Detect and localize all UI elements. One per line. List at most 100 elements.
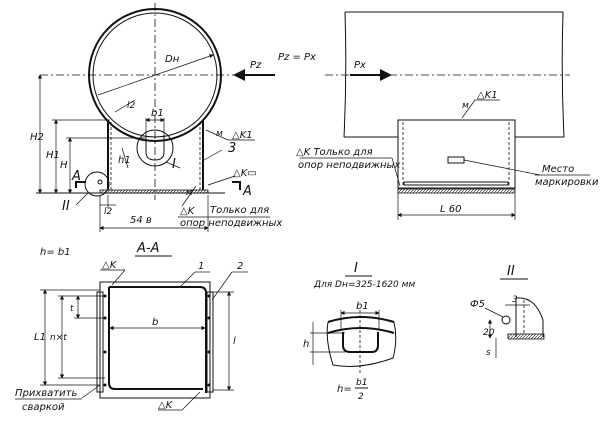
- l-label: l: [233, 336, 236, 347]
- detail-II-plate: [515, 297, 544, 337]
- detail-I-h-label: h: [303, 339, 309, 350]
- inner-rib: [403, 181, 509, 186]
- part-3-leader: [203, 149, 223, 161]
- l2-bottom-label: l2: [104, 207, 113, 217]
- note-line-1: Только для: [210, 205, 269, 216]
- tack-note-line-1: Прихватить: [15, 388, 77, 399]
- section-outer: [99, 281, 211, 399]
- detail-II-hole: [501, 315, 511, 325]
- weld-k-bottom-label: △K: [158, 400, 174, 411]
- detail-I-break-outline: [326, 321, 397, 367]
- formula-denominator: 2: [358, 392, 364, 402]
- detail-I: I Для Dн=325-1620 мм b1 h h= b1 2: [303, 261, 415, 402]
- detail-II-base: [507, 333, 545, 340]
- h1-dim: [121, 147, 129, 169]
- support-box: [397, 119, 516, 189]
- pipe-wall-arc: [327, 316, 395, 334]
- side-note-leader: [391, 157, 401, 187]
- L-label: L 60: [440, 204, 461, 215]
- b-label: b: [152, 317, 158, 328]
- H1-label: H1: [46, 150, 60, 161]
- nxt-label: n×t: [50, 333, 67, 343]
- weld-k-bottom-leader: [181, 391, 201, 411]
- detail-I-b1-label: b1: [356, 301, 369, 312]
- l2-top-label: l2: [127, 101, 136, 111]
- part-2-label: 2: [237, 261, 243, 272]
- detail-II-circle: [84, 171, 110, 197]
- tack-note-line-2: сваркой: [22, 402, 65, 413]
- tack-welds: [103, 294, 211, 387]
- detail-II-title: II: [507, 264, 515, 279]
- front-view: Dн Pz I b1 h1 l2 H2 H1 H A A: [30, 3, 282, 232]
- note-line-2: опор неподвижных: [180, 218, 282, 229]
- marking-line-1: Место: [542, 164, 574, 175]
- m-mark-bottom: м: [186, 188, 193, 198]
- force-equation: Pz = Px: [278, 52, 316, 63]
- section-mark-left: [75, 181, 86, 188]
- detail-I-title: I: [354, 261, 358, 276]
- phi-label: Ф5: [470, 299, 485, 310]
- detail-II-leader: [75, 192, 89, 206]
- dim-3-label: 3: [512, 295, 518, 305]
- part-3-label: 3: [228, 141, 236, 156]
- detail-I-subtitle: Для Dн=325-1620 мм: [313, 280, 415, 290]
- dim-s-label: s: [486, 348, 491, 358]
- weld-note-k: △K: [180, 206, 196, 217]
- phi-leader: [484, 307, 504, 318]
- marking-plate: [447, 156, 465, 164]
- marking-leader: [463, 159, 541, 176]
- diameter-label: Dн: [165, 54, 180, 65]
- weld-k1-leader-side: [461, 99, 476, 119]
- side-note-line-1: △K Только для: [296, 147, 373, 158]
- weld-k1-side-label: △K1: [477, 90, 498, 101]
- slot: [145, 135, 165, 161]
- section-AA-title: А-А: [136, 241, 159, 256]
- part-1-label: 1: [198, 261, 204, 272]
- detail-I-leader: [165, 161, 181, 169]
- weld-k1-leader: [205, 129, 229, 141]
- left-plate: [96, 291, 104, 393]
- weld-k-box-label: △K▭: [233, 168, 257, 179]
- weld-note-leader: [181, 185, 197, 207]
- H2-label: H2: [30, 132, 44, 143]
- section-mark-right: [232, 181, 241, 190]
- section-A-left-label: A: [71, 169, 81, 184]
- section-A-right-label: A: [242, 184, 252, 199]
- l2-top-dim: [114, 99, 136, 113]
- force-label-pz: Pz: [250, 60, 262, 71]
- h-equals-b1-note: h= b1: [40, 247, 71, 258]
- side-note-line-2: опор неподвижных: [298, 160, 400, 171]
- m-mark-side: м: [462, 101, 469, 111]
- part-2-leader: [211, 271, 233, 301]
- detail-II: II Ф5 3 20 s: [470, 264, 545, 358]
- m-mark: м: [216, 129, 223, 139]
- section-channel: [108, 286, 207, 393]
- detail-I-slot: [342, 332, 379, 353]
- weld-k1-label: △K1: [232, 130, 253, 141]
- detail-II-callout: II: [62, 199, 70, 214]
- dim-20-label: 20: [483, 328, 495, 338]
- formula-left: h=: [337, 384, 352, 395]
- H-label: H: [60, 160, 68, 171]
- formula-numerator: b1: [356, 378, 367, 388]
- hole: [97, 179, 103, 185]
- tack-leader: [81, 384, 101, 399]
- side-view: Pz = Px Px Место маркировки м △K1 △K Тол…: [278, 11, 599, 220]
- section-AA: h= b1 А-А b L1 n×t t l △K 1: [15, 241, 248, 413]
- weld-k-top-leader: [111, 269, 126, 286]
- h1-label: h1: [118, 155, 131, 166]
- diameter-line: [97, 54, 214, 96]
- part-1-leader: [179, 271, 196, 288]
- L1-label: L1: [34, 332, 46, 343]
- marking-line-2: маркировки: [535, 177, 599, 188]
- detail-I-callout: I: [172, 157, 176, 172]
- detail-I-circle: [136, 129, 174, 167]
- right-plate: [206, 291, 214, 393]
- side-base-plate: [397, 188, 516, 194]
- B-label: 54 в: [130, 215, 152, 226]
- weld-k-top-label: △K: [102, 260, 118, 271]
- force-label-px: Px: [354, 60, 366, 71]
- t-label: t: [70, 304, 74, 314]
